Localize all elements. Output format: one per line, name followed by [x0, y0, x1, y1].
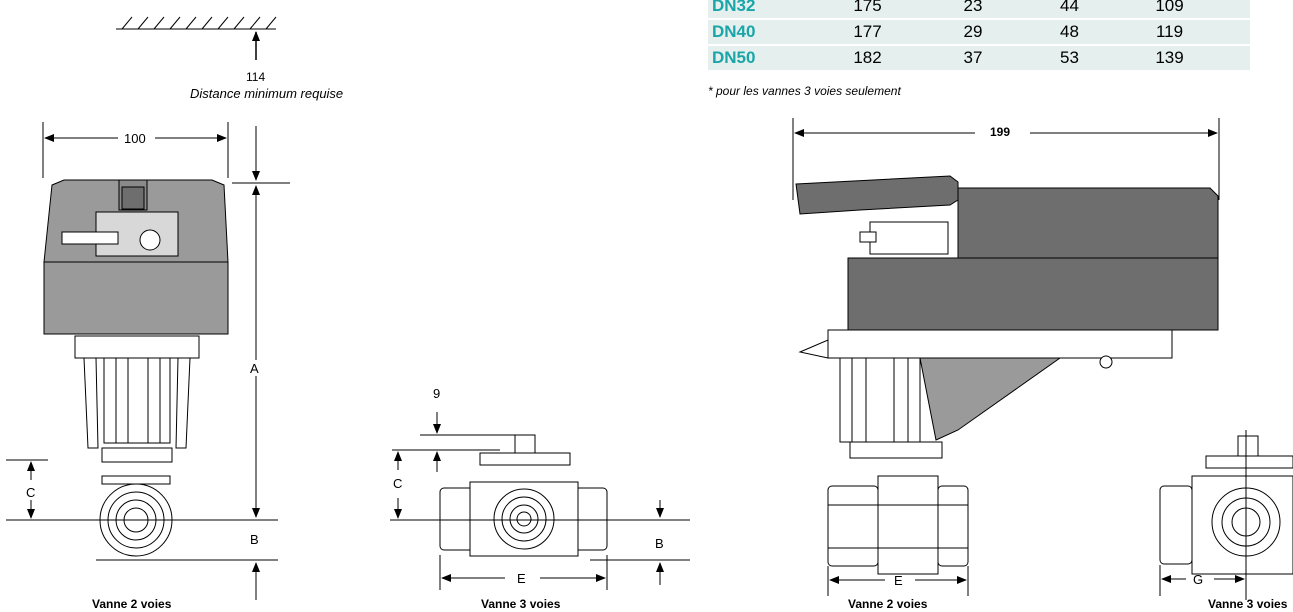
dim-e-mid-label: E	[517, 571, 526, 586]
dim-b-left-label: B	[250, 532, 259, 547]
dim-c-mid-label: C	[393, 476, 403, 491]
mid-3way-valve	[390, 412, 690, 590]
table-cell: 177	[809, 20, 926, 44]
dim-9-label: 9	[433, 386, 441, 401]
dim-a-label: A	[250, 361, 259, 376]
table-row-label: DN40	[708, 20, 809, 44]
caption-right-3way: Vanne 3 voies	[1208, 597, 1288, 611]
dim-width-right: 199	[990, 125, 1011, 139]
ceiling-hatch	[116, 16, 277, 30]
table-row-label: DN50	[708, 46, 809, 70]
table-cell: 48	[1020, 20, 1119, 44]
right-actuator-assembly	[792, 118, 1220, 596]
table-cell	[1220, 0, 1250, 18]
dim-e-right-label: E	[894, 573, 903, 588]
caption-left-2way: Vanne 2 voies	[92, 597, 172, 611]
table-cell: 23	[926, 0, 1020, 18]
table-row-label: DN32	[708, 0, 809, 18]
right-3way-valve	[1159, 430, 1293, 600]
dim-width-left: 100	[124, 131, 146, 146]
clearance-label: Distance minimum requise	[190, 86, 344, 101]
table-footnote: * pour les vannes 3 voies seulement	[708, 84, 901, 98]
table-cell: 53	[1020, 46, 1119, 70]
caption-right-2way: Vanne 2 voies	[848, 597, 928, 611]
table-cell: 175	[809, 0, 926, 18]
table-cell: 37	[926, 46, 1020, 70]
table-cell: 29	[926, 20, 1020, 44]
table-cell: 119	[1119, 20, 1220, 44]
dim-b-mid-label: B	[655, 536, 664, 551]
table-cell: 139	[1119, 46, 1220, 70]
caption-mid-3way: Vanne 3 voies	[481, 597, 561, 611]
table-cell	[1220, 20, 1250, 44]
table-cell: 44	[1020, 0, 1119, 18]
dim-g-label: G	[1193, 572, 1204, 587]
table-cell: 109	[1119, 0, 1220, 18]
dim-c-left-label: C	[26, 485, 36, 500]
clearance-value: 114	[246, 70, 266, 84]
left-actuator-assembly	[6, 122, 290, 600]
table-cell: 182	[809, 46, 926, 70]
table-cell	[1220, 46, 1250, 70]
